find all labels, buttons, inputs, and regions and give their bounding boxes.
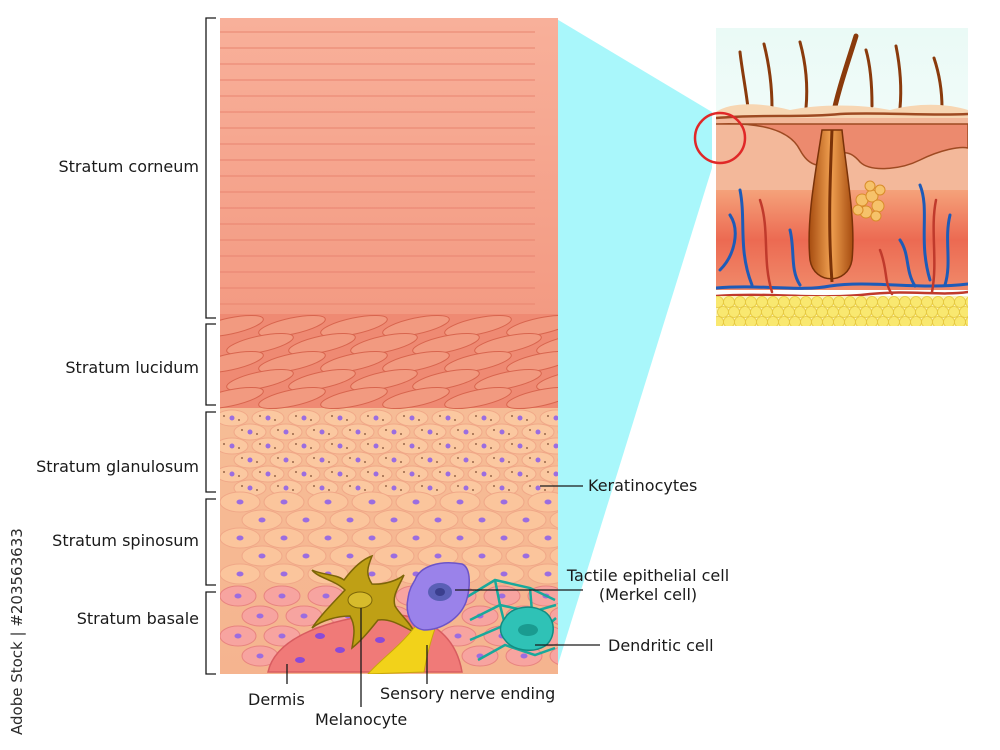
corneum-band [220,18,558,318]
label-stratum-basale: Stratum basale [76,609,199,628]
skin-section [220,18,558,674]
label-stratum-corneum: Stratum corneum [58,157,200,176]
callout-lines [286,485,600,707]
label-dendritic-cell: Dendritic cell [608,636,714,655]
fat-cells [716,296,968,326]
label-dermis: Dermis [248,690,305,709]
zoom-wedge [555,18,712,674]
skin-cross-section-inset [716,28,968,326]
label-tactile-line1: Tactile epithelial cell [566,566,730,585]
stock-credit: Adobe Stock | #203563633 [8,528,26,735]
lucidum-band [220,314,558,410]
label-stratum-granulosum: Stratum glanulosum [36,457,199,476]
label-stratum-lucidum: Stratum lucidum [65,358,199,377]
label-keratinocytes: Keratinocytes [588,476,698,495]
granular-cells [220,409,558,497]
label-tactile-line2: (Merkel cell) [598,585,698,604]
corneum-texture [220,31,535,305]
label-melanocyte: Melanocyte [315,710,408,729]
melanocyte-nucleus [347,591,373,609]
label-stratum-spinosum: Stratum spinosum [52,531,199,550]
label-tactile-cell: Tactile epithelial cell (Merkel cell) [558,566,738,604]
layer-brackets [205,17,216,675]
spinous-cells [220,491,558,585]
label-sensory-nerve: Sensory nerve ending [380,684,556,703]
zoom-circle [693,111,747,165]
